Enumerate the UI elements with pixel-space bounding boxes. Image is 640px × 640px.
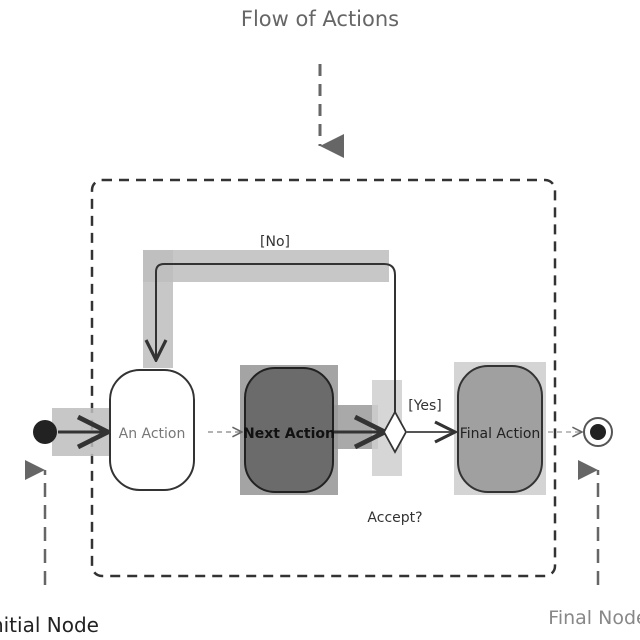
initial-node-label: Initial Node — [0, 613, 99, 637]
decision-label: Accept? — [367, 510, 422, 526]
action-node-an-action — [109, 369, 195, 491]
action-node-final-action — [457, 365, 543, 493]
decision-node — [382, 410, 408, 454]
guard-no: [No] — [260, 234, 290, 250]
initial-node — [33, 420, 57, 444]
guard-yes: [Yes] — [408, 398, 442, 414]
flow-no-loop — [156, 263, 396, 412]
final-node-label: Final Node — [548, 607, 640, 629]
action-label-an-action: An Action — [119, 426, 186, 442]
action-node-next-action — [244, 367, 334, 493]
action-label-next-action: Next Action — [243, 426, 335, 442]
highlight-next-flow — [330, 405, 378, 449]
activity-frame — [90, 178, 557, 578]
final-node — [590, 424, 606, 440]
highlight-loop-top — [143, 250, 389, 282]
action-label-final-action: Final Action — [460, 426, 541, 442]
diagram-title: Flow of Actions — [241, 7, 399, 31]
